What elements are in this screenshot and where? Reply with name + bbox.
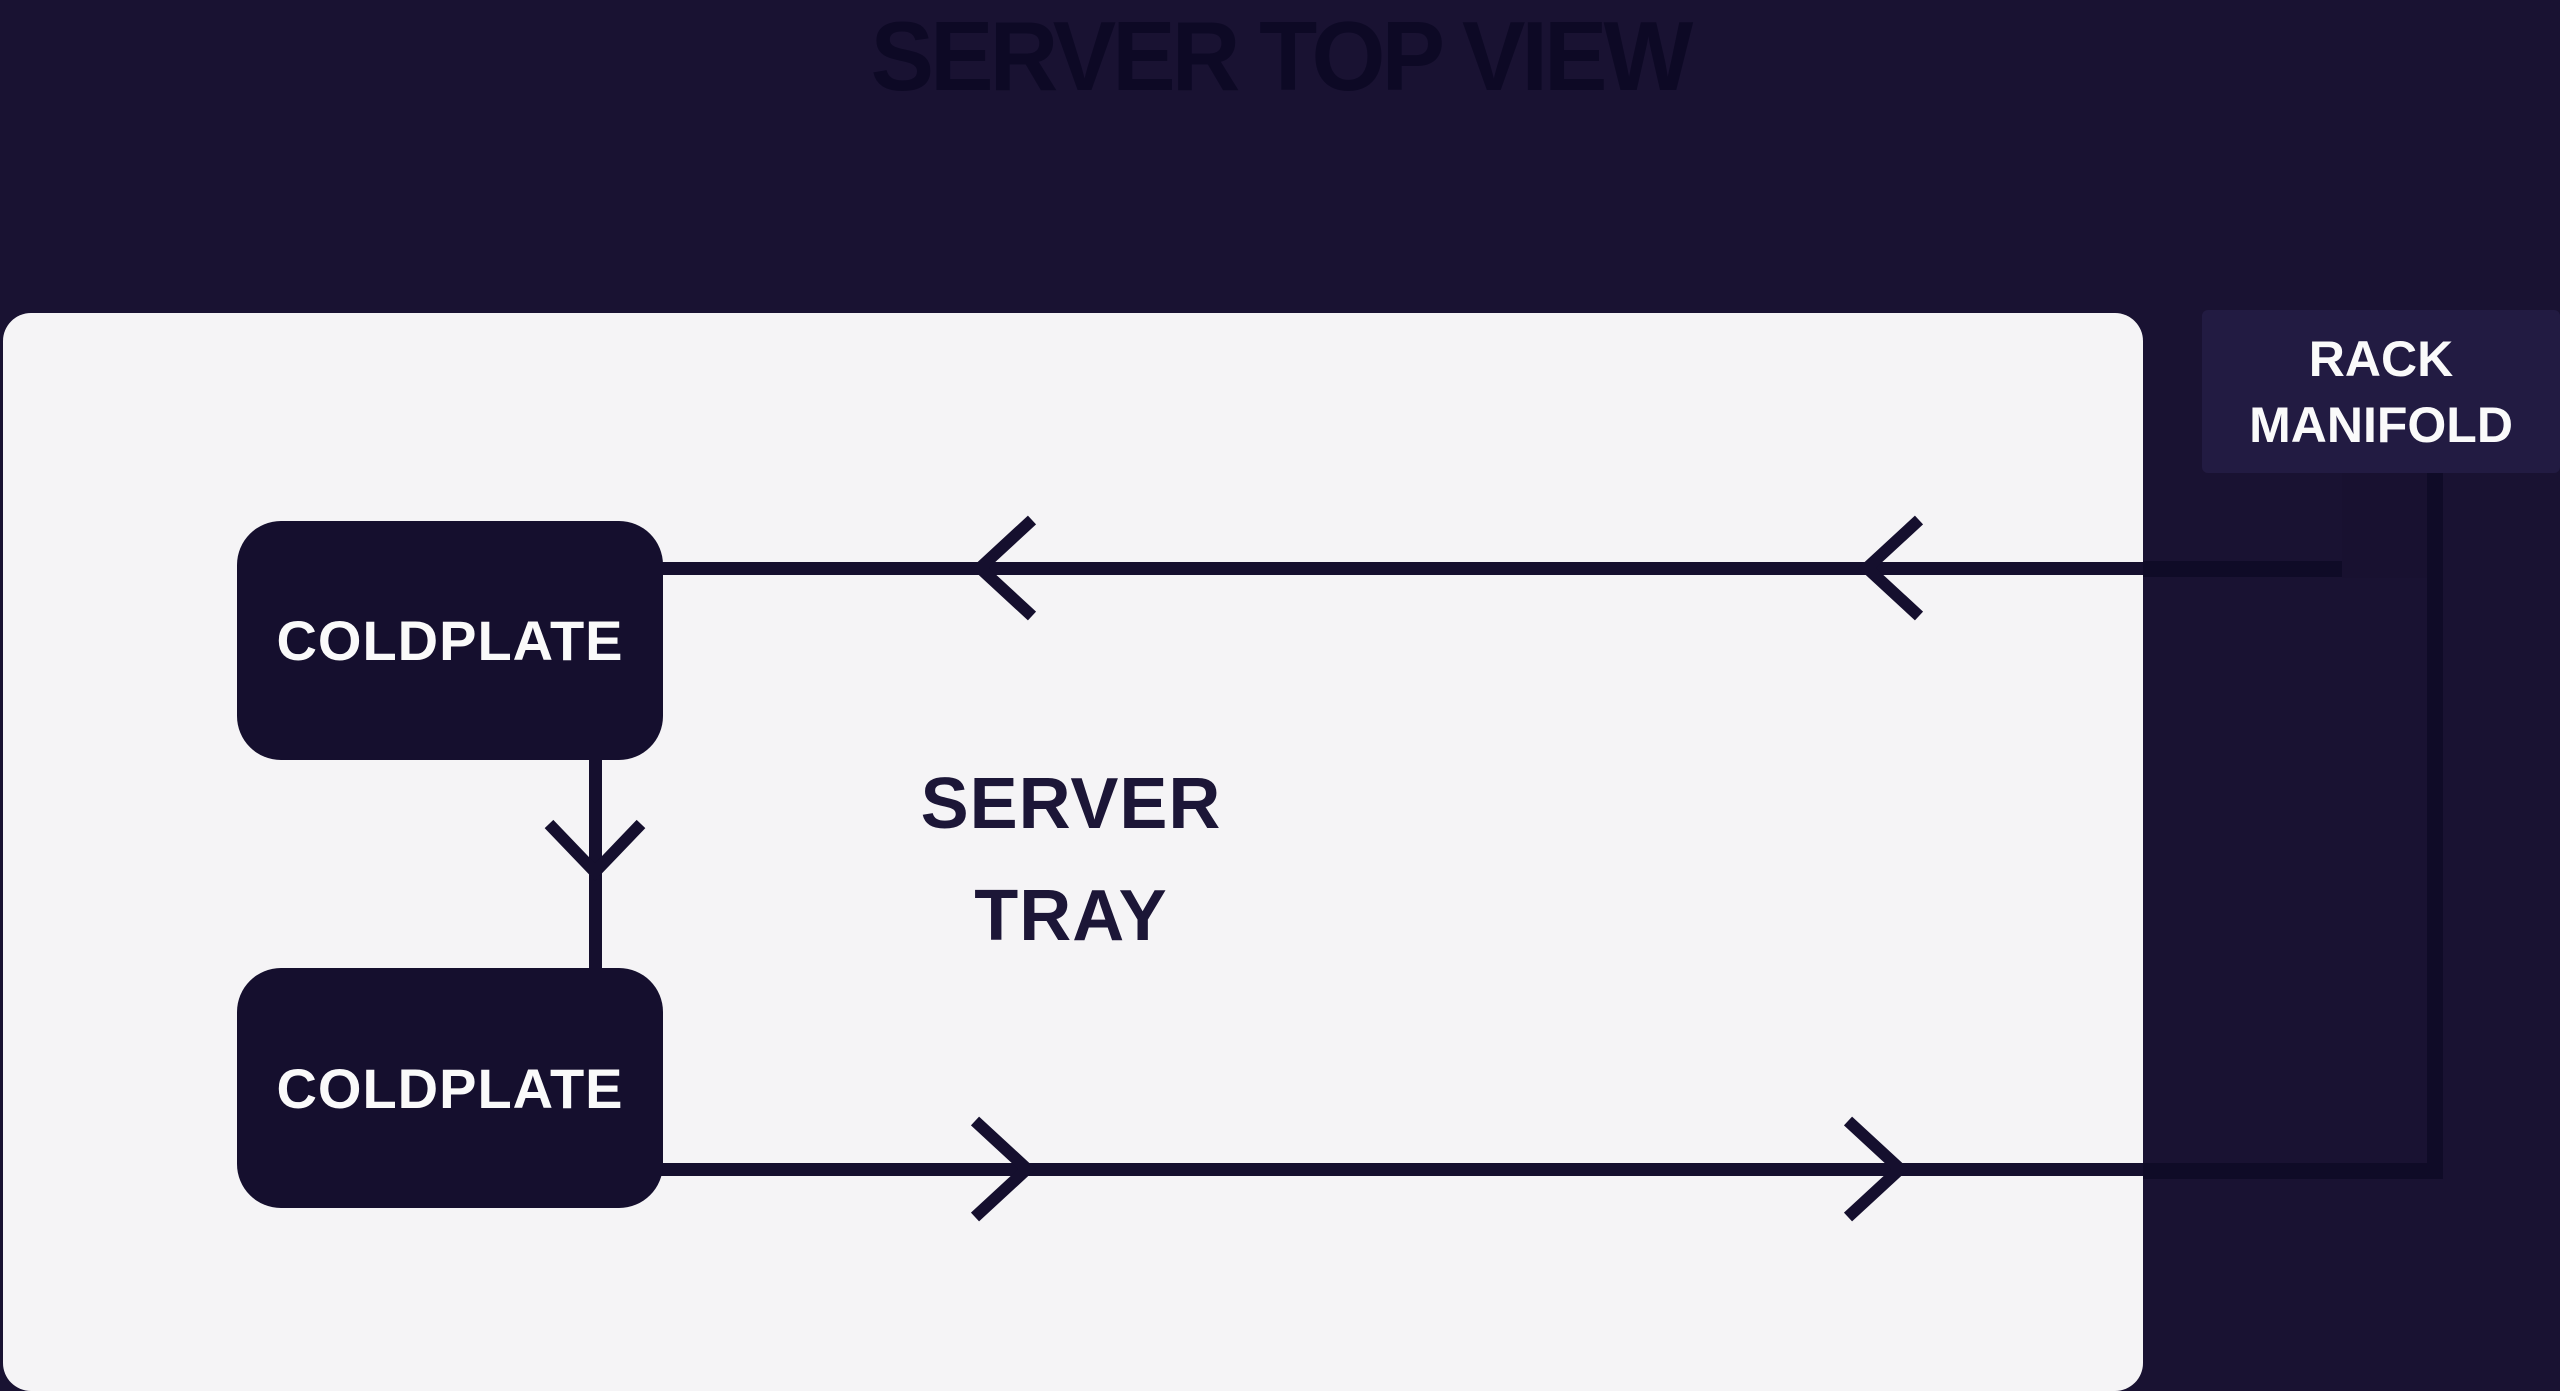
rack-manifold-label-line1: RACK (2308, 330, 2454, 387)
return-pipe-riser (2342, 472, 2427, 578)
return-line (650, 562, 2143, 575)
supply-pipe-riser (2427, 472, 2443, 1177)
supply-line (650, 1163, 2143, 1176)
page-title: SERVER TOP VIEW (870, 1, 1694, 111)
supply-pipe-horizontal (2143, 1163, 2443, 1179)
interplate-connector-line (589, 750, 602, 975)
coldplate-box-bottom: COLDPLATE (237, 968, 663, 1208)
server-tray-label-line1: SERVER (920, 764, 1222, 844)
coldplate-bottom-label: COLDPLATE (276, 1056, 624, 1120)
rack-manifold-label-line2: MANIFOLD (2249, 396, 2513, 453)
coldplate-top-label: COLDPLATE (276, 609, 624, 672)
coldplate-box-top: COLDPLATE (237, 521, 663, 760)
return-pipe-horizontal (2143, 561, 2365, 577)
server-tray-area (3, 313, 2143, 1391)
rack-manifold-box: RACK MANIFOLD (2202, 310, 2560, 473)
server-tray-label: SERVER TRAY (771, 748, 1371, 972)
server-tray-label-line2: TRAY (974, 876, 1168, 956)
